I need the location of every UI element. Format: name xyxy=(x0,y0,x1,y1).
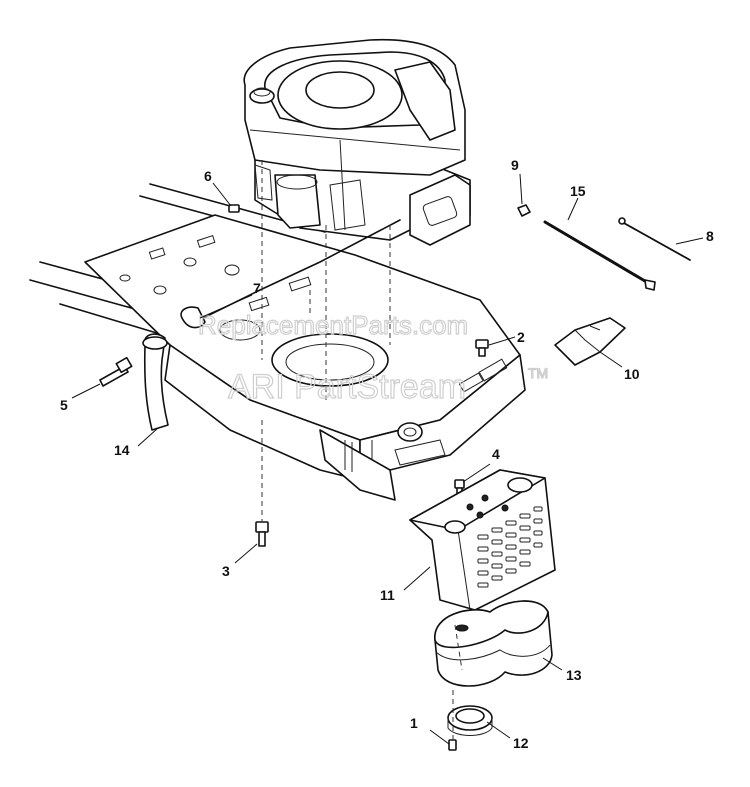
callout-7: 7 xyxy=(253,280,261,296)
bolt-part-3 xyxy=(255,521,269,547)
callout-12: 12 xyxy=(513,735,529,751)
muffler-clamp-part-12 xyxy=(447,705,493,736)
callout-5: 5 xyxy=(60,397,68,413)
rod-part-15 xyxy=(543,220,656,291)
callout-numbers: 1 2 3 4 5 6 7 8 9 10 11 12 13 14 15 xyxy=(60,157,714,751)
callout-3: 3 xyxy=(222,563,230,579)
hose-part-14 xyxy=(142,333,169,431)
watermark: ReplacementParts.com ARI PartStream TM xyxy=(197,309,548,406)
callout-15: 15 xyxy=(570,183,586,199)
watermark-tm: TM xyxy=(528,365,548,381)
fastener-part-9 xyxy=(517,204,531,217)
bolt-part-5 xyxy=(99,356,133,387)
bracket-part-10 xyxy=(554,317,626,366)
engine xyxy=(243,38,471,246)
callout-13: 13 xyxy=(566,667,582,683)
callout-2: 2 xyxy=(517,329,525,345)
callout-9: 9 xyxy=(511,157,519,173)
rod-part-8 xyxy=(618,217,691,261)
muffler-part-13 xyxy=(434,600,553,687)
callout-leaders xyxy=(71,173,704,745)
screw-part-1 xyxy=(448,739,457,751)
alignment-lines xyxy=(261,160,463,740)
bolt-part-2 xyxy=(475,339,489,357)
tractor-frame xyxy=(29,183,526,501)
watermark-line2: ARI PartStream xyxy=(228,368,466,406)
callout-14: 14 xyxy=(114,442,130,458)
watermark-line1: ReplacementParts.com xyxy=(198,310,468,340)
heat-shield-part-11 xyxy=(409,469,556,611)
callout-6: 6 xyxy=(204,168,212,184)
fastener-part-6 xyxy=(228,204,240,213)
callout-1: 1 xyxy=(410,715,418,731)
callout-8: 8 xyxy=(706,228,714,244)
callout-11: 11 xyxy=(380,587,395,603)
callout-10: 10 xyxy=(624,366,640,382)
callout-4: 4 xyxy=(492,446,500,462)
